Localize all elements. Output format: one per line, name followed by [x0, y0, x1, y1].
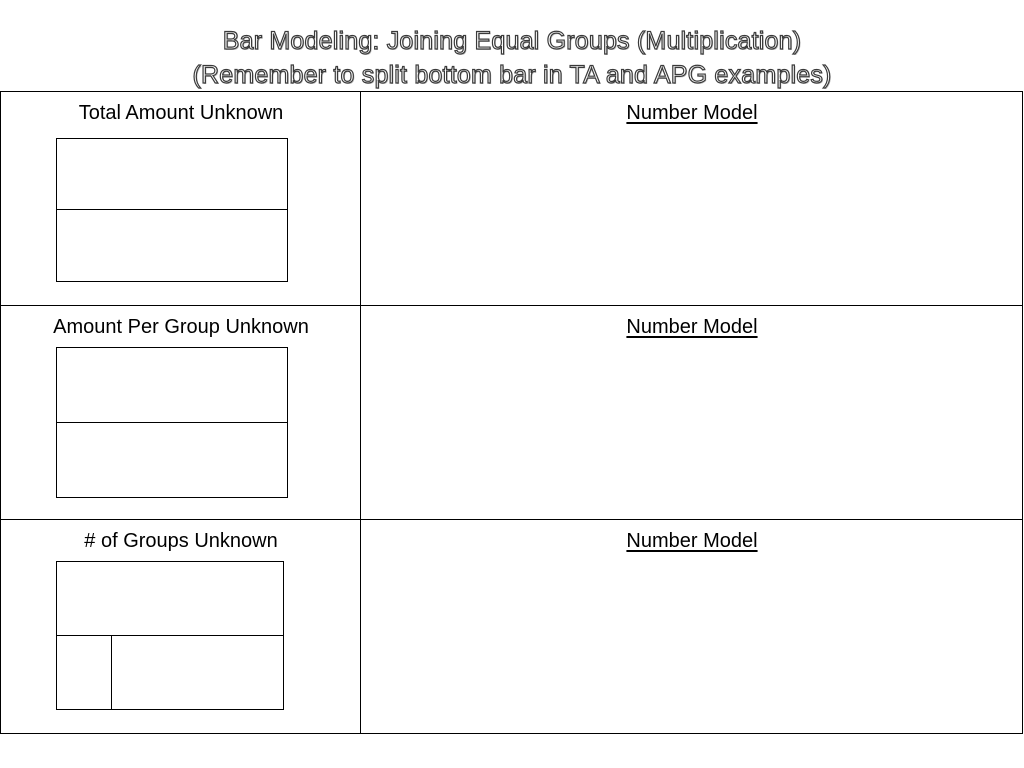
number-model-cell: Number Model [361, 92, 1023, 305]
number-model-label: Number Model [626, 316, 758, 338]
top-bar [57, 348, 287, 423]
bottom-bar-remainder [112, 636, 283, 710]
bar-model-cell: Amount Per Group Unknown [1, 306, 361, 519]
bottom-bar [57, 210, 287, 281]
row-label: # of Groups Unknown [84, 530, 278, 552]
top-bar [57, 139, 287, 210]
top-bar [57, 562, 283, 636]
title-line-2: (Remember to split bottom bar in TA and … [192, 60, 832, 89]
row-label: Amount Per Group Unknown [53, 316, 309, 338]
bar-model-amount-per-group [56, 347, 288, 498]
bar-model-number-of-groups [56, 561, 284, 710]
table-row-number-of-groups: # of Groups Unknown Number Model [1, 520, 1023, 733]
title-line-1: Bar Modeling: Joining Equal Groups (Mult… [222, 26, 802, 55]
row-label: Total Amount Unknown [78, 102, 284, 124]
worksheet-table: Total Amount Unknown Number Model Amount… [0, 91, 1023, 734]
table-row-total-amount: Total Amount Unknown Number Model [1, 92, 1023, 306]
number-model-cell: Number Model [361, 306, 1023, 519]
number-model-label: Number Model [626, 102, 758, 124]
bottom-bar [57, 423, 287, 498]
bar-model-total-amount [56, 138, 288, 282]
bar-model-cell: Total Amount Unknown [1, 92, 361, 305]
bar-model-cell: # of Groups Unknown [1, 520, 361, 733]
bottom-bar-small-part [57, 635, 112, 709]
number-model-label: Number Model [626, 530, 758, 552]
page-title: Bar Modeling: Joining Equal Groups (Mult… [0, 24, 1024, 92]
number-model-cell: Number Model [361, 520, 1023, 733]
table-row-amount-per-group: Amount Per Group Unknown Number Model [1, 306, 1023, 520]
